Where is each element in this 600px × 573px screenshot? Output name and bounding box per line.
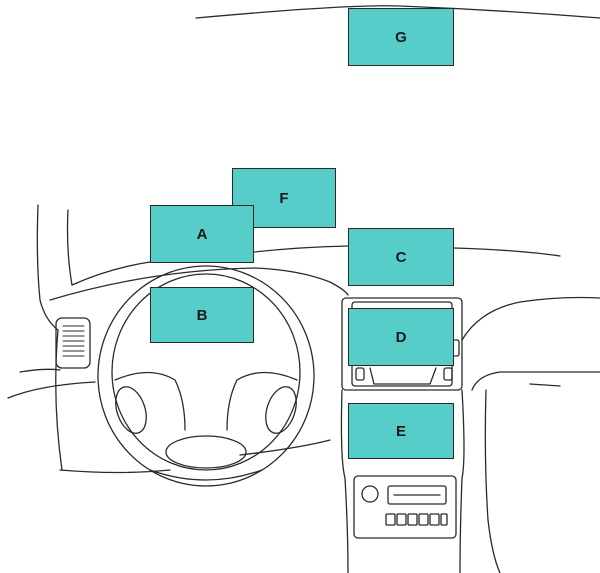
steering-wheel-spoke-left [114, 371, 186, 431]
left-dash-curve [7, 381, 96, 399]
console-right-side [459, 389, 465, 573]
zone-a-label: A [196, 225, 208, 243]
glovebox-handle [529, 383, 561, 387]
windshield-edge [195, 5, 600, 19]
left-pillar-inner [66, 209, 73, 286]
left-air-vent-slats [62, 325, 85, 357]
right-dash-top [461, 296, 600, 341]
console-button-right [443, 367, 453, 381]
dashboard-top [71, 261, 151, 286]
radio-knob [361, 485, 379, 503]
steering-wheel-inner [111, 273, 301, 471]
zone-d-label: D [395, 328, 407, 346]
steering-hub-lower [149, 469, 263, 481]
dashboard-lower [49, 267, 349, 301]
left-air-vent [55, 317, 91, 369]
left-pillar [36, 204, 59, 331]
console-left-side [340, 389, 349, 573]
zone-c-label: C [395, 248, 407, 266]
zone-g: G [348, 8, 454, 66]
zone-b: B [150, 287, 254, 343]
zone-g-label: G [395, 28, 407, 46]
dashboard-top-right [253, 245, 561, 257]
radio-panel [353, 475, 457, 539]
zone-f-label: F [279, 189, 289, 207]
zone-b-label: B [196, 306, 208, 324]
right-dash-glovebox [471, 371, 600, 391]
zone-c: C [348, 228, 454, 286]
steering-wheel-hole-left [115, 386, 147, 434]
steering-hub [165, 435, 247, 469]
steering-wheel-outer [97, 265, 315, 487]
zone-e: E [348, 403, 454, 459]
console-button-left [355, 367, 365, 381]
zone-d: D [348, 308, 454, 366]
zone-a: A [150, 205, 254, 263]
lower-dash-line [59, 439, 331, 474]
center-console-frame [341, 297, 463, 391]
radio-preset-buttons [385, 513, 448, 526]
dash-left-edge [55, 329, 63, 471]
left-dash-lower [19, 368, 61, 373]
steering-wheel-hole-right [265, 386, 297, 434]
steering-wheel-spoke-right [226, 371, 298, 431]
radio-display [387, 485, 447, 505]
right-dash-lower [484, 389, 501, 573]
center-console-tray [369, 367, 437, 385]
zone-e-label: E [395, 422, 406, 440]
